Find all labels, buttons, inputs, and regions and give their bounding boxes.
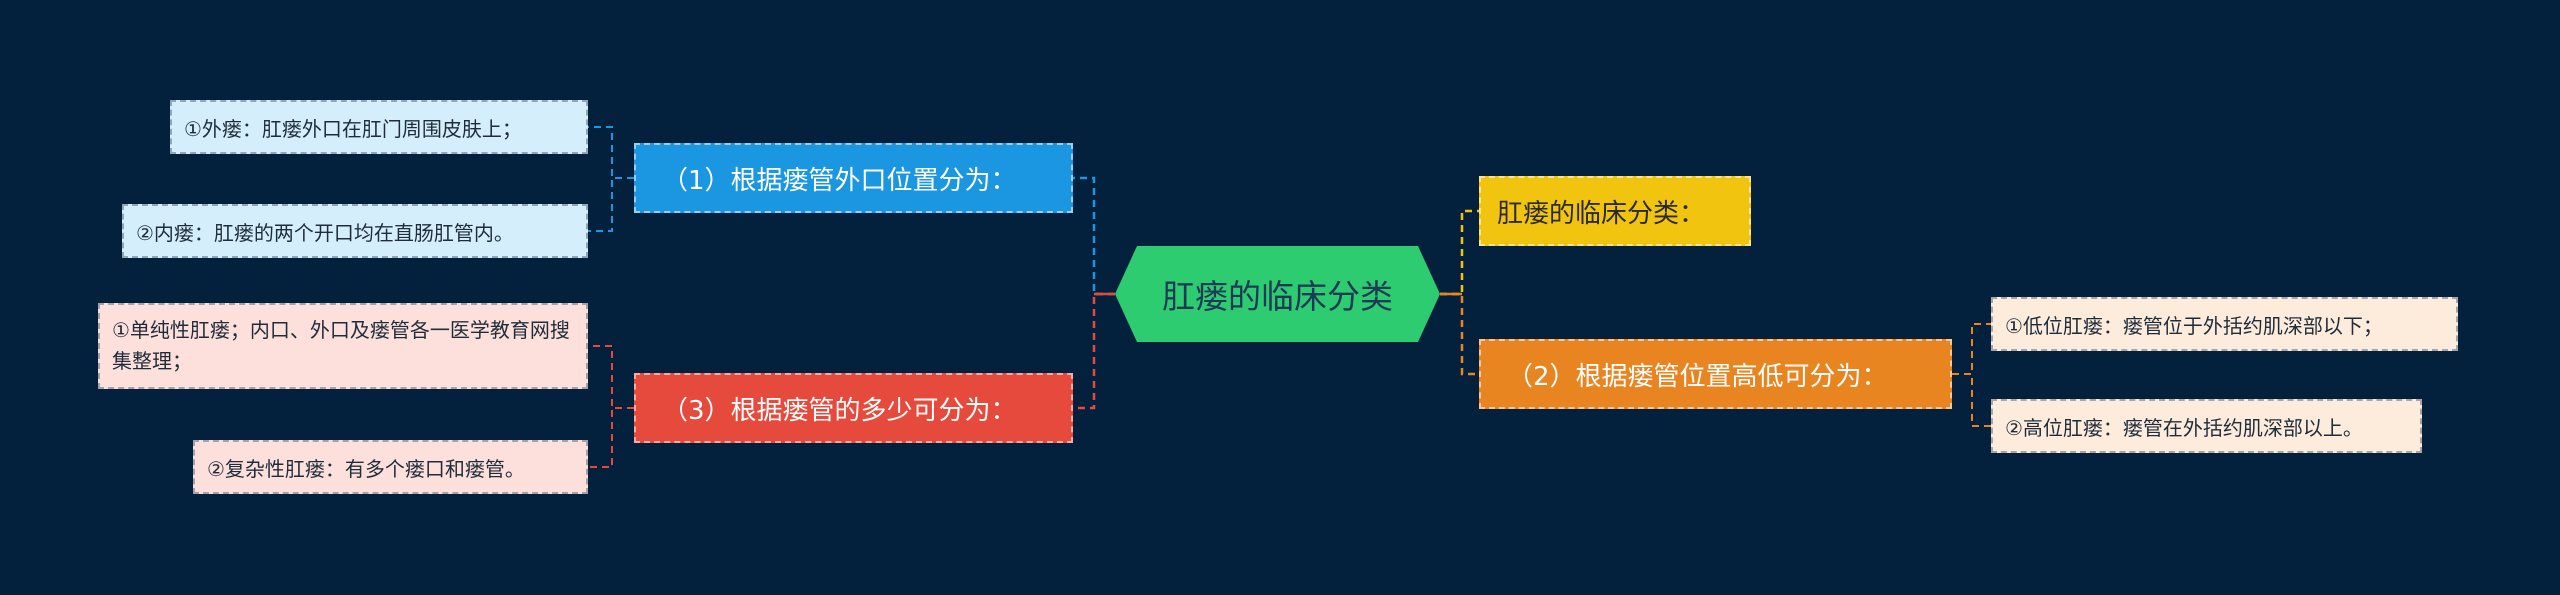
link-center-to-position: [1440, 292, 1479, 376]
branch-outer-opening-position[interactable]: （1）根据瘘管外口位置分为：: [634, 143, 1073, 213]
leaf-simple-fistula-text: ①单纯性肛瘘；内口、外口及瘘管各一医学教育网搜集整理；: [112, 318, 570, 373]
leaf-simple-fistula[interactable]: ①单纯性肛瘘；内口、外口及瘘管各一医学教育网搜集整理；: [98, 303, 588, 389]
branch-clinical-classification-label: 肛瘘的临床分类：: [1497, 198, 1706, 229]
center-topic-node[interactable]: 肛瘘的临床分类: [1115, 246, 1440, 342]
link-outer-to-leaf1: [588, 126, 634, 179]
link-position-to-leaf2: [1952, 373, 1991, 427]
branch-fistula-count[interactable]: （3）根据瘘管的多少可分为：: [634, 373, 1073, 443]
leaf-complex-fistula[interactable]: ②复杂性肛瘘：有多个瘘口和瘘管。: [193, 440, 588, 494]
link-outer-to-leaf2: [588, 177, 634, 232]
link-center-to-count: [1073, 292, 1115, 410]
branch-fistula-height-label: （2）根据瘘管位置高低可分为：: [1507, 361, 1888, 392]
center-topic-label: 肛瘘的临床分类: [1162, 277, 1393, 316]
center-hexagon-shape: [1115, 246, 1440, 342]
leaf-external-fistula[interactable]: ①外瘘：肛瘘外口在肛门周围皮肤上；: [170, 100, 588, 154]
link-center-to-classification: [1440, 209, 1479, 296]
link-position-to-leaf1: [1952, 323, 1991, 375]
leaf-external-fistula-text: ①外瘘：肛瘘外口在肛门周围皮肤上；: [184, 116, 522, 141]
branch-fistula-height[interactable]: （2）根据瘘管位置高低可分为：: [1479, 339, 1952, 409]
leaf-low-fistula[interactable]: ①低位肛瘘：瘘管位于外括约肌深部以下；: [1991, 297, 2458, 351]
leaf-low-fistula-text: ①低位肛瘘：瘘管位于外括约肌深部以下；: [2005, 313, 2383, 338]
link-count-to-leaf2: [588, 407, 634, 468]
leaf-high-fistula[interactable]: ②高位肛瘘：瘘管在外括约肌深部以上。: [1991, 399, 2422, 453]
branch-outer-opening-label: （1）根据瘘管外口位置分为：: [662, 165, 1017, 196]
link-center-to-outer-opening: [1073, 176, 1115, 296]
branch-fistula-count-label: （3）根据瘘管的多少可分为：: [662, 395, 1017, 426]
leaf-high-fistula-text: ②高位肛瘘：瘘管在外括约肌深部以上。: [2005, 415, 2363, 440]
leaf-internal-fistula[interactable]: ②内瘘：肛瘘的两个开口均在直肠肛管内。: [122, 204, 588, 258]
branch-clinical-classification[interactable]: 肛瘘的临床分类：: [1479, 176, 1751, 246]
leaf-complex-fistula-text: ②复杂性肛瘘：有多个瘘口和瘘管。: [207, 456, 525, 481]
link-count-to-leaf1: [588, 345, 634, 409]
leaf-internal-fistula-text: ②内瘘：肛瘘的两个开口均在直肠肛管内。: [136, 220, 514, 245]
